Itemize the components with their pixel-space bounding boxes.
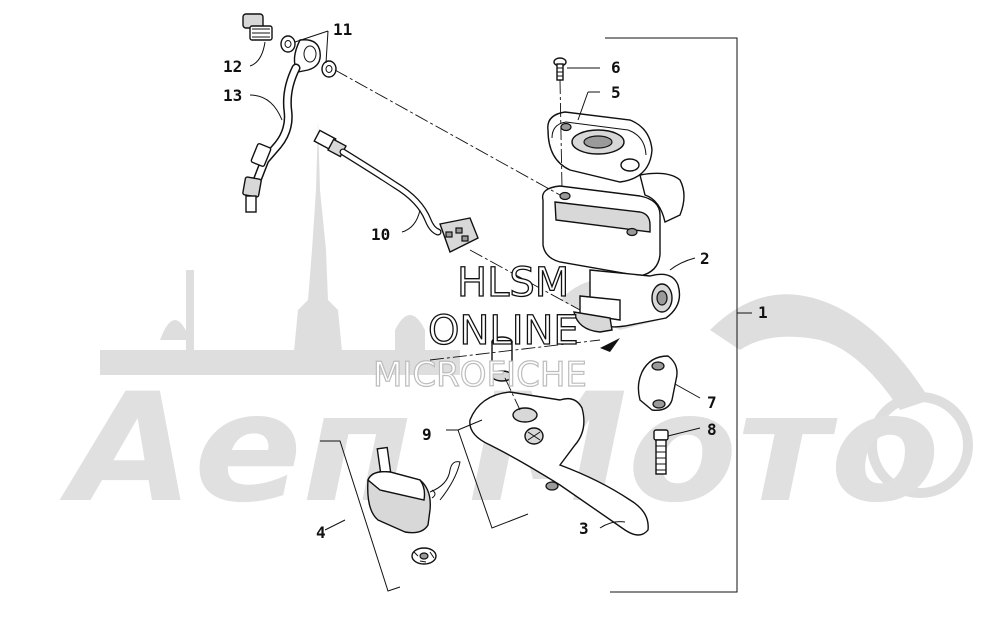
watermark-line-3: MICROFICHE	[373, 355, 587, 395]
callout-1: 1	[758, 303, 768, 322]
cover-screw-part-6	[553, 57, 567, 81]
callout-3: 3	[579, 519, 589, 538]
watermark-skyline	[100, 350, 460, 375]
callout-13: 13	[223, 86, 242, 105]
callout-6: 6	[611, 58, 621, 77]
brake-switch-part-10	[313, 129, 479, 253]
master-cylinder-part-2	[541, 172, 685, 333]
brake-hose-assembly	[242, 13, 337, 213]
banjo-bolt-part-12	[242, 13, 273, 41]
callout-12: 12	[223, 57, 242, 76]
brake-lever-part-3	[469, 391, 649, 536]
banjo-fitting	[293, 39, 321, 73]
leader-lines	[249, 30, 752, 593]
callout-8: 8	[707, 420, 717, 439]
hose-end-fitting	[245, 195, 257, 213]
watermark-bike-frame	[710, 294, 930, 410]
assembly-arrow	[600, 338, 620, 352]
lever-adjuster	[524, 427, 544, 445]
watermark-background	[100, 120, 973, 498]
parking-lock-part-4	[367, 446, 461, 565]
callout-5: 5	[611, 83, 621, 102]
centerlines	[334, 69, 601, 411]
lock-washer	[411, 547, 437, 565]
watermark-line-2: ONLINE	[428, 308, 579, 354]
reservoir-cover-part-5	[547, 111, 653, 183]
watermark-spire	[292, 120, 344, 372]
callout-10: 10	[371, 225, 390, 244]
callout-9: 9	[422, 425, 432, 444]
callout-labels: 1 2 3 4 5 6 7 8 9 10 11 12 13	[223, 20, 768, 542]
washer-part-11b	[321, 60, 337, 78]
callout-2: 2	[700, 249, 710, 268]
handlebar-clamp-part-7	[637, 355, 678, 411]
watermark-overlay: HLSM ONLINE MICROFICHE	[372, 259, 587, 395]
callout-11: 11	[333, 20, 352, 39]
watermark-line-1: HLSM	[457, 260, 569, 306]
assembly-bracket-1	[605, 37, 738, 593]
clamp-bolt-part-8	[653, 429, 669, 475]
watermark-mast	[186, 270, 194, 370]
callout-4: 4	[316, 523, 326, 542]
washer-part-11a	[280, 35, 296, 53]
callout-7: 7	[707, 393, 717, 412]
switch-connector	[439, 217, 479, 253]
